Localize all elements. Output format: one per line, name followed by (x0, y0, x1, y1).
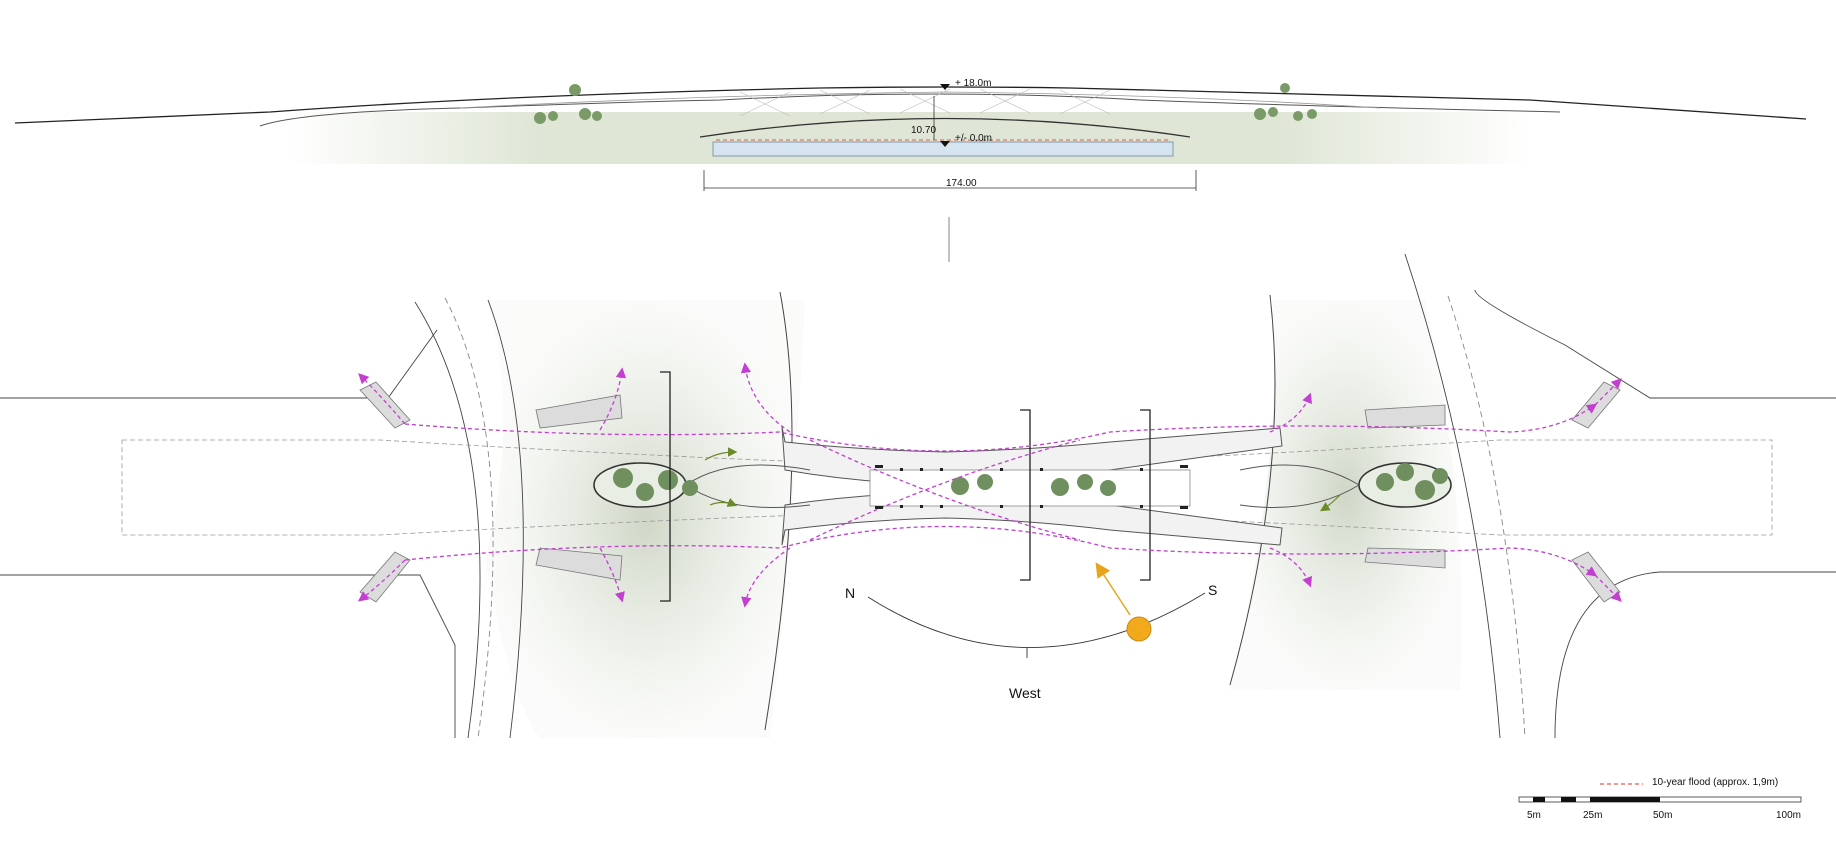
sun-icon (1126, 616, 1152, 642)
section-cut-markers (660, 371, 1151, 602)
scale-label-100m: 100m (1776, 810, 1802, 821)
scale-label-25m: 25m (1583, 810, 1603, 821)
sun-ray-arrow (1095, 562, 1131, 616)
loop-direction-arrows (704, 447, 1341, 512)
section-arch (699, 117, 1191, 138)
section-trees (534, 83, 1317, 124)
section-canopy (459, 91, 1381, 109)
scale-label-5m: 5m (1527, 810, 1541, 821)
orientation-south: S (1208, 582, 1218, 598)
section-elevation (14, 83, 1807, 262)
scale-label-50m: 50m (1653, 810, 1673, 821)
site-plan (0, 253, 1836, 739)
scale-bar (1518, 796, 1802, 803)
section-clearance: 10.70 (911, 125, 937, 136)
section-lattice (739, 88, 1111, 117)
section-top-level: + 18.0m (955, 78, 992, 89)
plan-right-bank (1230, 300, 1462, 690)
orientation-west: West (1009, 685, 1041, 701)
section-deck-lower (259, 93, 1561, 127)
sun-path-arc (867, 592, 1206, 648)
section-terrain-line (14, 86, 1807, 124)
legend-flood-label: 10-year flood (approx. 1,9m) (1652, 777, 1779, 788)
circulation-paths (357, 362, 1622, 608)
plan-stairs (359, 381, 1621, 603)
orientation-north: N (845, 585, 856, 601)
plan-trees (613, 463, 1448, 501)
section-span-dimension: 174.00 (946, 178, 977, 189)
bridge-piers (875, 465, 1188, 509)
section-base-level: +/- 0.0m (955, 133, 992, 144)
plan-left-bank (485, 300, 805, 738)
